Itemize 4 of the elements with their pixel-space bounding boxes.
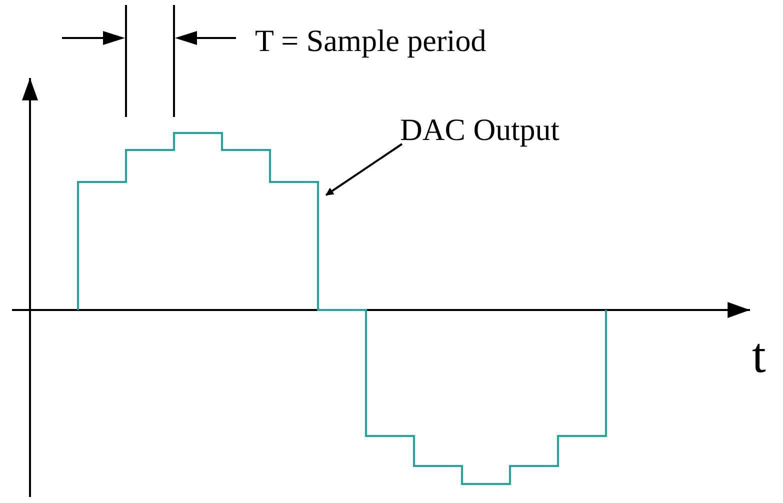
callout-label: DAC Output: [400, 114, 560, 145]
dimension-label: T = Sample period: [255, 25, 486, 56]
leader-arrow: [326, 143, 403, 196]
axis-label: t: [752, 330, 766, 380]
